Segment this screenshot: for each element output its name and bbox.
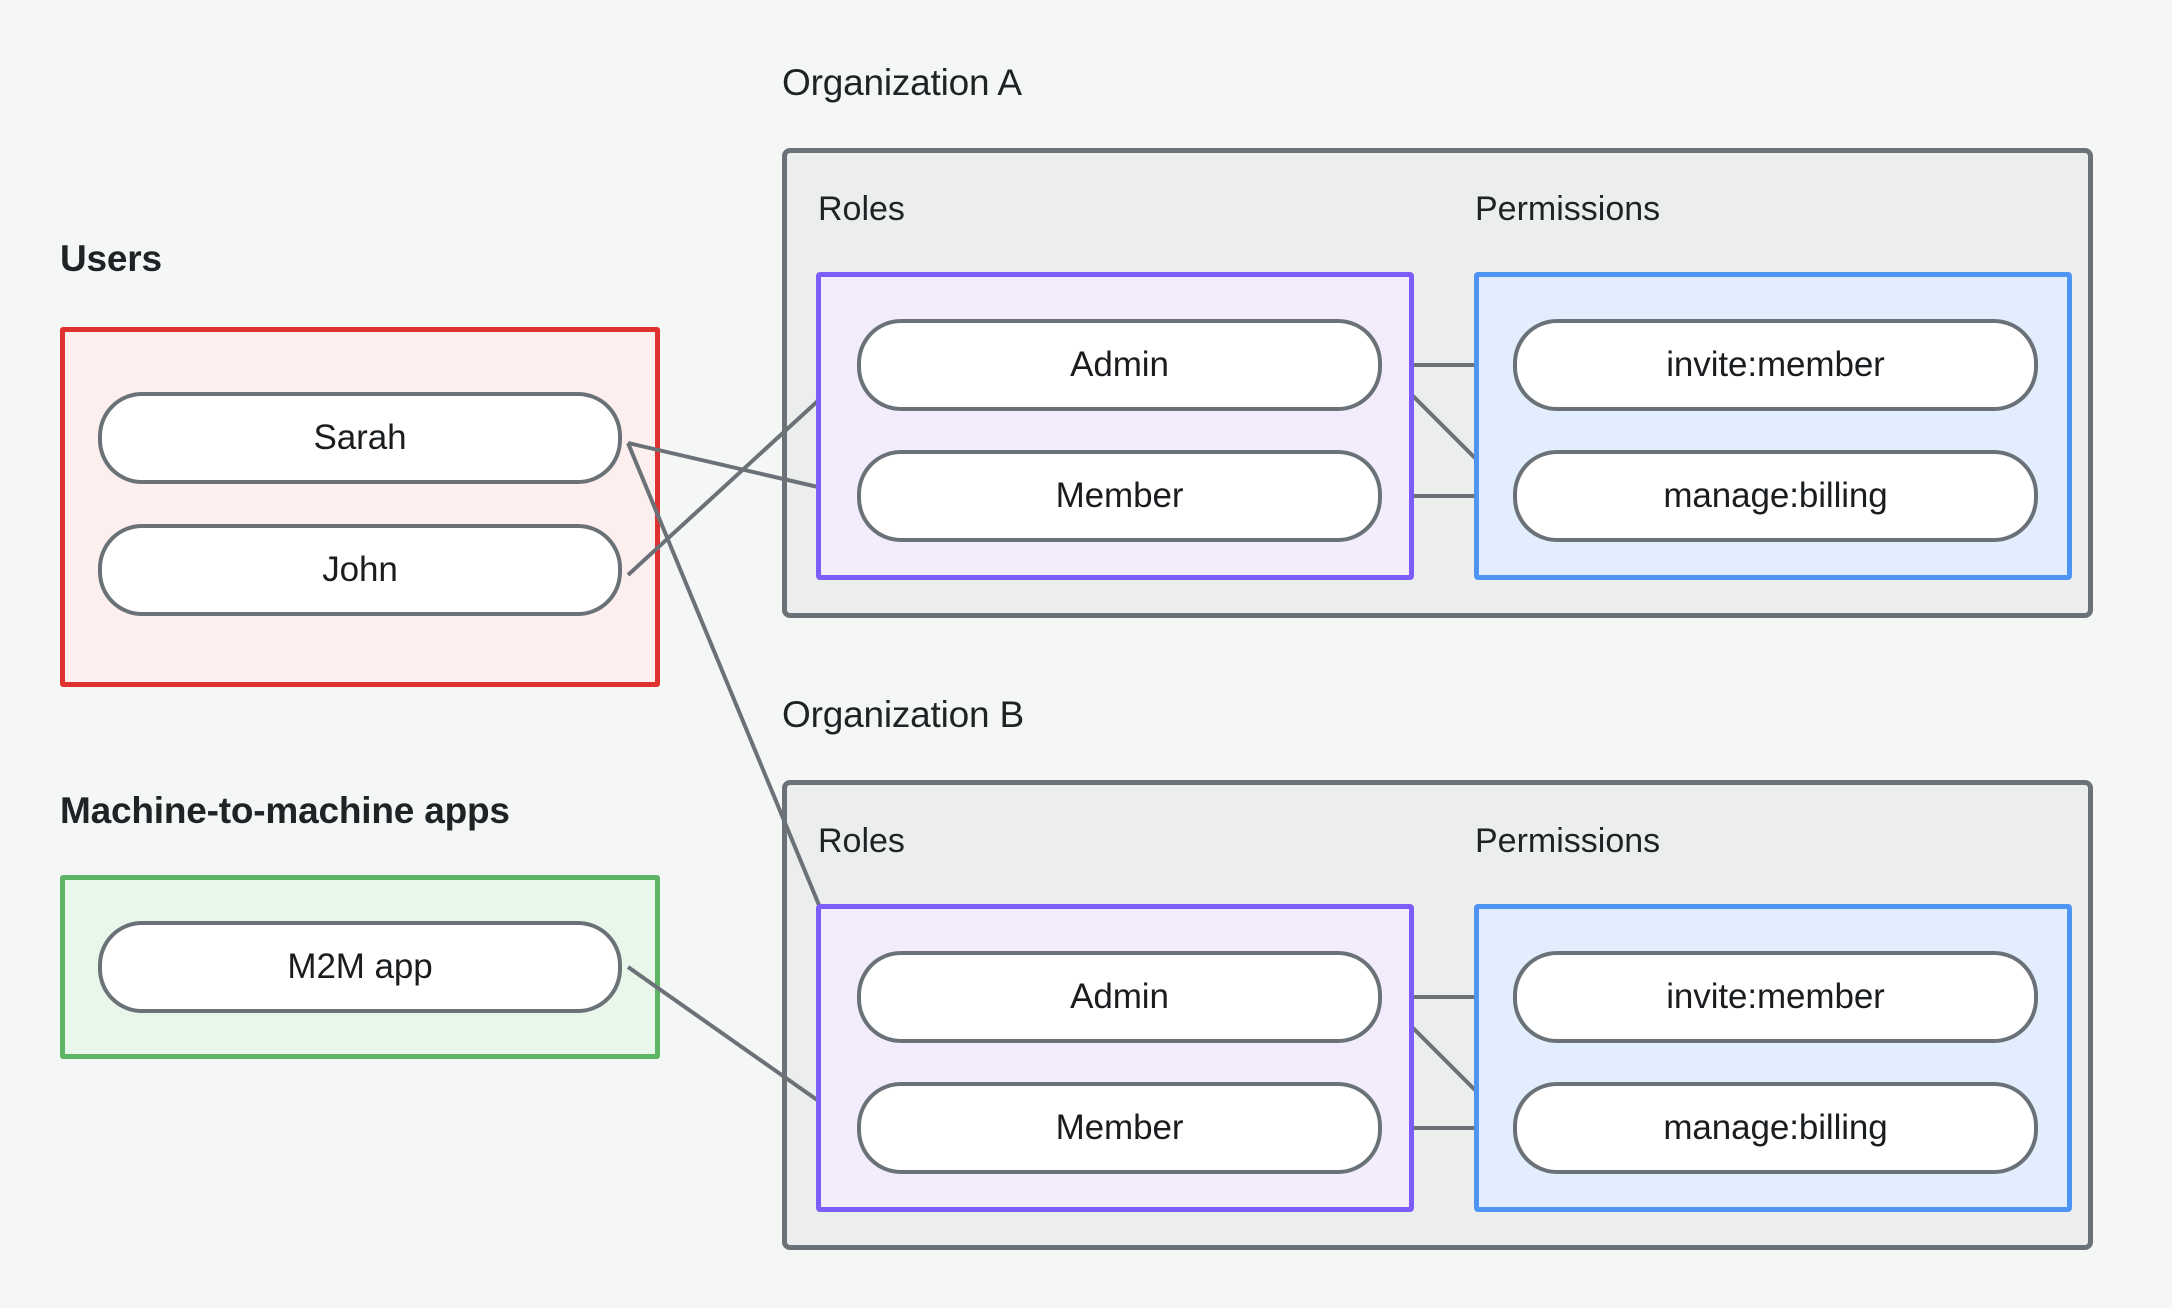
org-b-role-pill-admin[interactable]: Admin [857, 951, 1382, 1043]
users-group-title: Users [60, 238, 162, 279]
org-a-role-pill-admin[interactable]: Admin [857, 319, 1382, 411]
org-a-role-pill-member[interactable]: Member [857, 450, 1382, 542]
user-pill-john[interactable]: John [98, 524, 622, 616]
user-pill-sarah[interactable]: Sarah [98, 392, 622, 484]
m2m-group-title: Machine-to-machine apps [60, 790, 510, 831]
org-b-permission-pill-invite[interactable]: invite:member [1513, 951, 2038, 1043]
org-b-roles-title: Roles [818, 822, 905, 860]
org-b-permissions-title: Permissions [1475, 822, 1661, 860]
org-b-role-pill-member[interactable]: Member [857, 1082, 1382, 1174]
org-a-roles-title: Roles [818, 190, 905, 228]
users-group-box [60, 327, 660, 687]
m2m-pill-app[interactable]: M2M app [98, 921, 622, 1013]
org-b-permission-pill-billing[interactable]: manage:billing [1513, 1082, 2038, 1174]
org-a-title: Organization A [782, 62, 1022, 103]
org-a-permission-pill-billing[interactable]: manage:billing [1513, 450, 2038, 542]
org-a-permissions-title: Permissions [1475, 190, 1661, 228]
org-b-title: Organization B [782, 694, 1024, 735]
org-a-permission-pill-invite[interactable]: invite:member [1513, 319, 2038, 411]
